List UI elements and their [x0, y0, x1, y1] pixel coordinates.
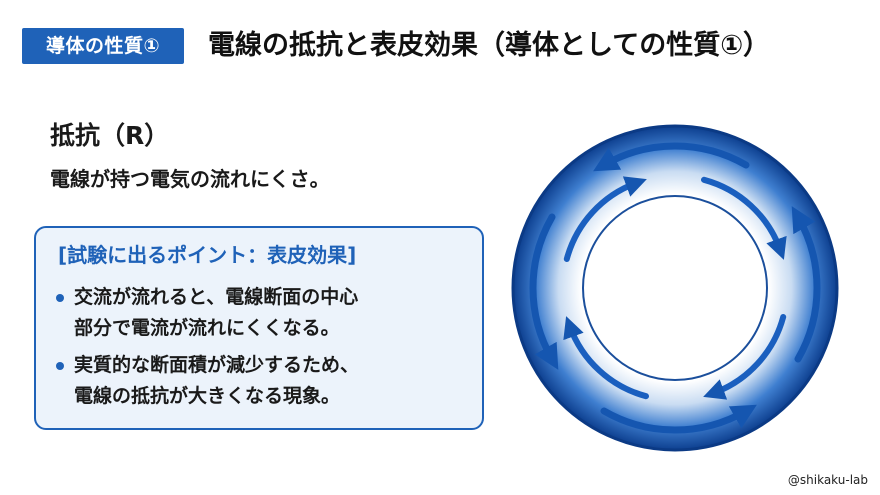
current-arrow-outer [791, 206, 821, 363]
page-title: 電線の抵抗と表皮効果（導体としての性質①） [208, 30, 771, 61]
skin-effect-ring-diagram [511, 124, 839, 452]
list-item: 交流が流れると、電線断面の中心 部分で電流が流れにくくなる。 [54, 282, 474, 344]
inner-core [582, 195, 768, 381]
list-item-line: 交流が流れると、電線断面の中心 [74, 286, 359, 308]
current-arrow-inner [703, 314, 787, 400]
current-arrow-inner [563, 316, 649, 400]
bullet-icon [56, 362, 64, 370]
exam-point-box: [試験に出るポイント：表皮効果] 交流が流れると、電線断面の中心 部分で電流が流… [34, 226, 484, 430]
list-item-line: 実質的な断面積が減少するため、 [74, 354, 360, 376]
list-item-line: 部分で電流が流れにくくなる。 [74, 317, 340, 339]
exam-point-list: 交流が流れると、電線断面の中心 部分で電流が流れにくくなる。 実質的な断面積が減… [54, 282, 474, 418]
current-arrow-outer [529, 213, 559, 370]
current-arrow-inner [563, 176, 647, 262]
bullet-icon [56, 294, 64, 302]
current-arrow-inner [701, 176, 787, 260]
conductor-cross-section [505, 118, 845, 458]
section-badge: 導体の性質① [22, 28, 184, 64]
list-item-line: 電線の抵抗が大きくなる現象。 [74, 385, 341, 407]
list-item: 実質的な断面積が減少するため、 電線の抵抗が大きくなる現象。 [54, 350, 474, 412]
term-definition: 電線が持つ電気の流れにくさ。 [50, 167, 330, 191]
current-arrow-outer [600, 404, 757, 434]
watermark: @shikaku-lab [787, 473, 868, 487]
current-arrows [529, 142, 821, 434]
exam-point-heading: [試験に出るポイント：表皮効果] [58, 243, 357, 267]
current-arrow-outer [593, 142, 750, 172]
header: 導体の性質① 電線の抵抗と表皮効果（導体としての性質①） [22, 26, 862, 68]
term-heading: 抵抗（R） [50, 121, 170, 150]
